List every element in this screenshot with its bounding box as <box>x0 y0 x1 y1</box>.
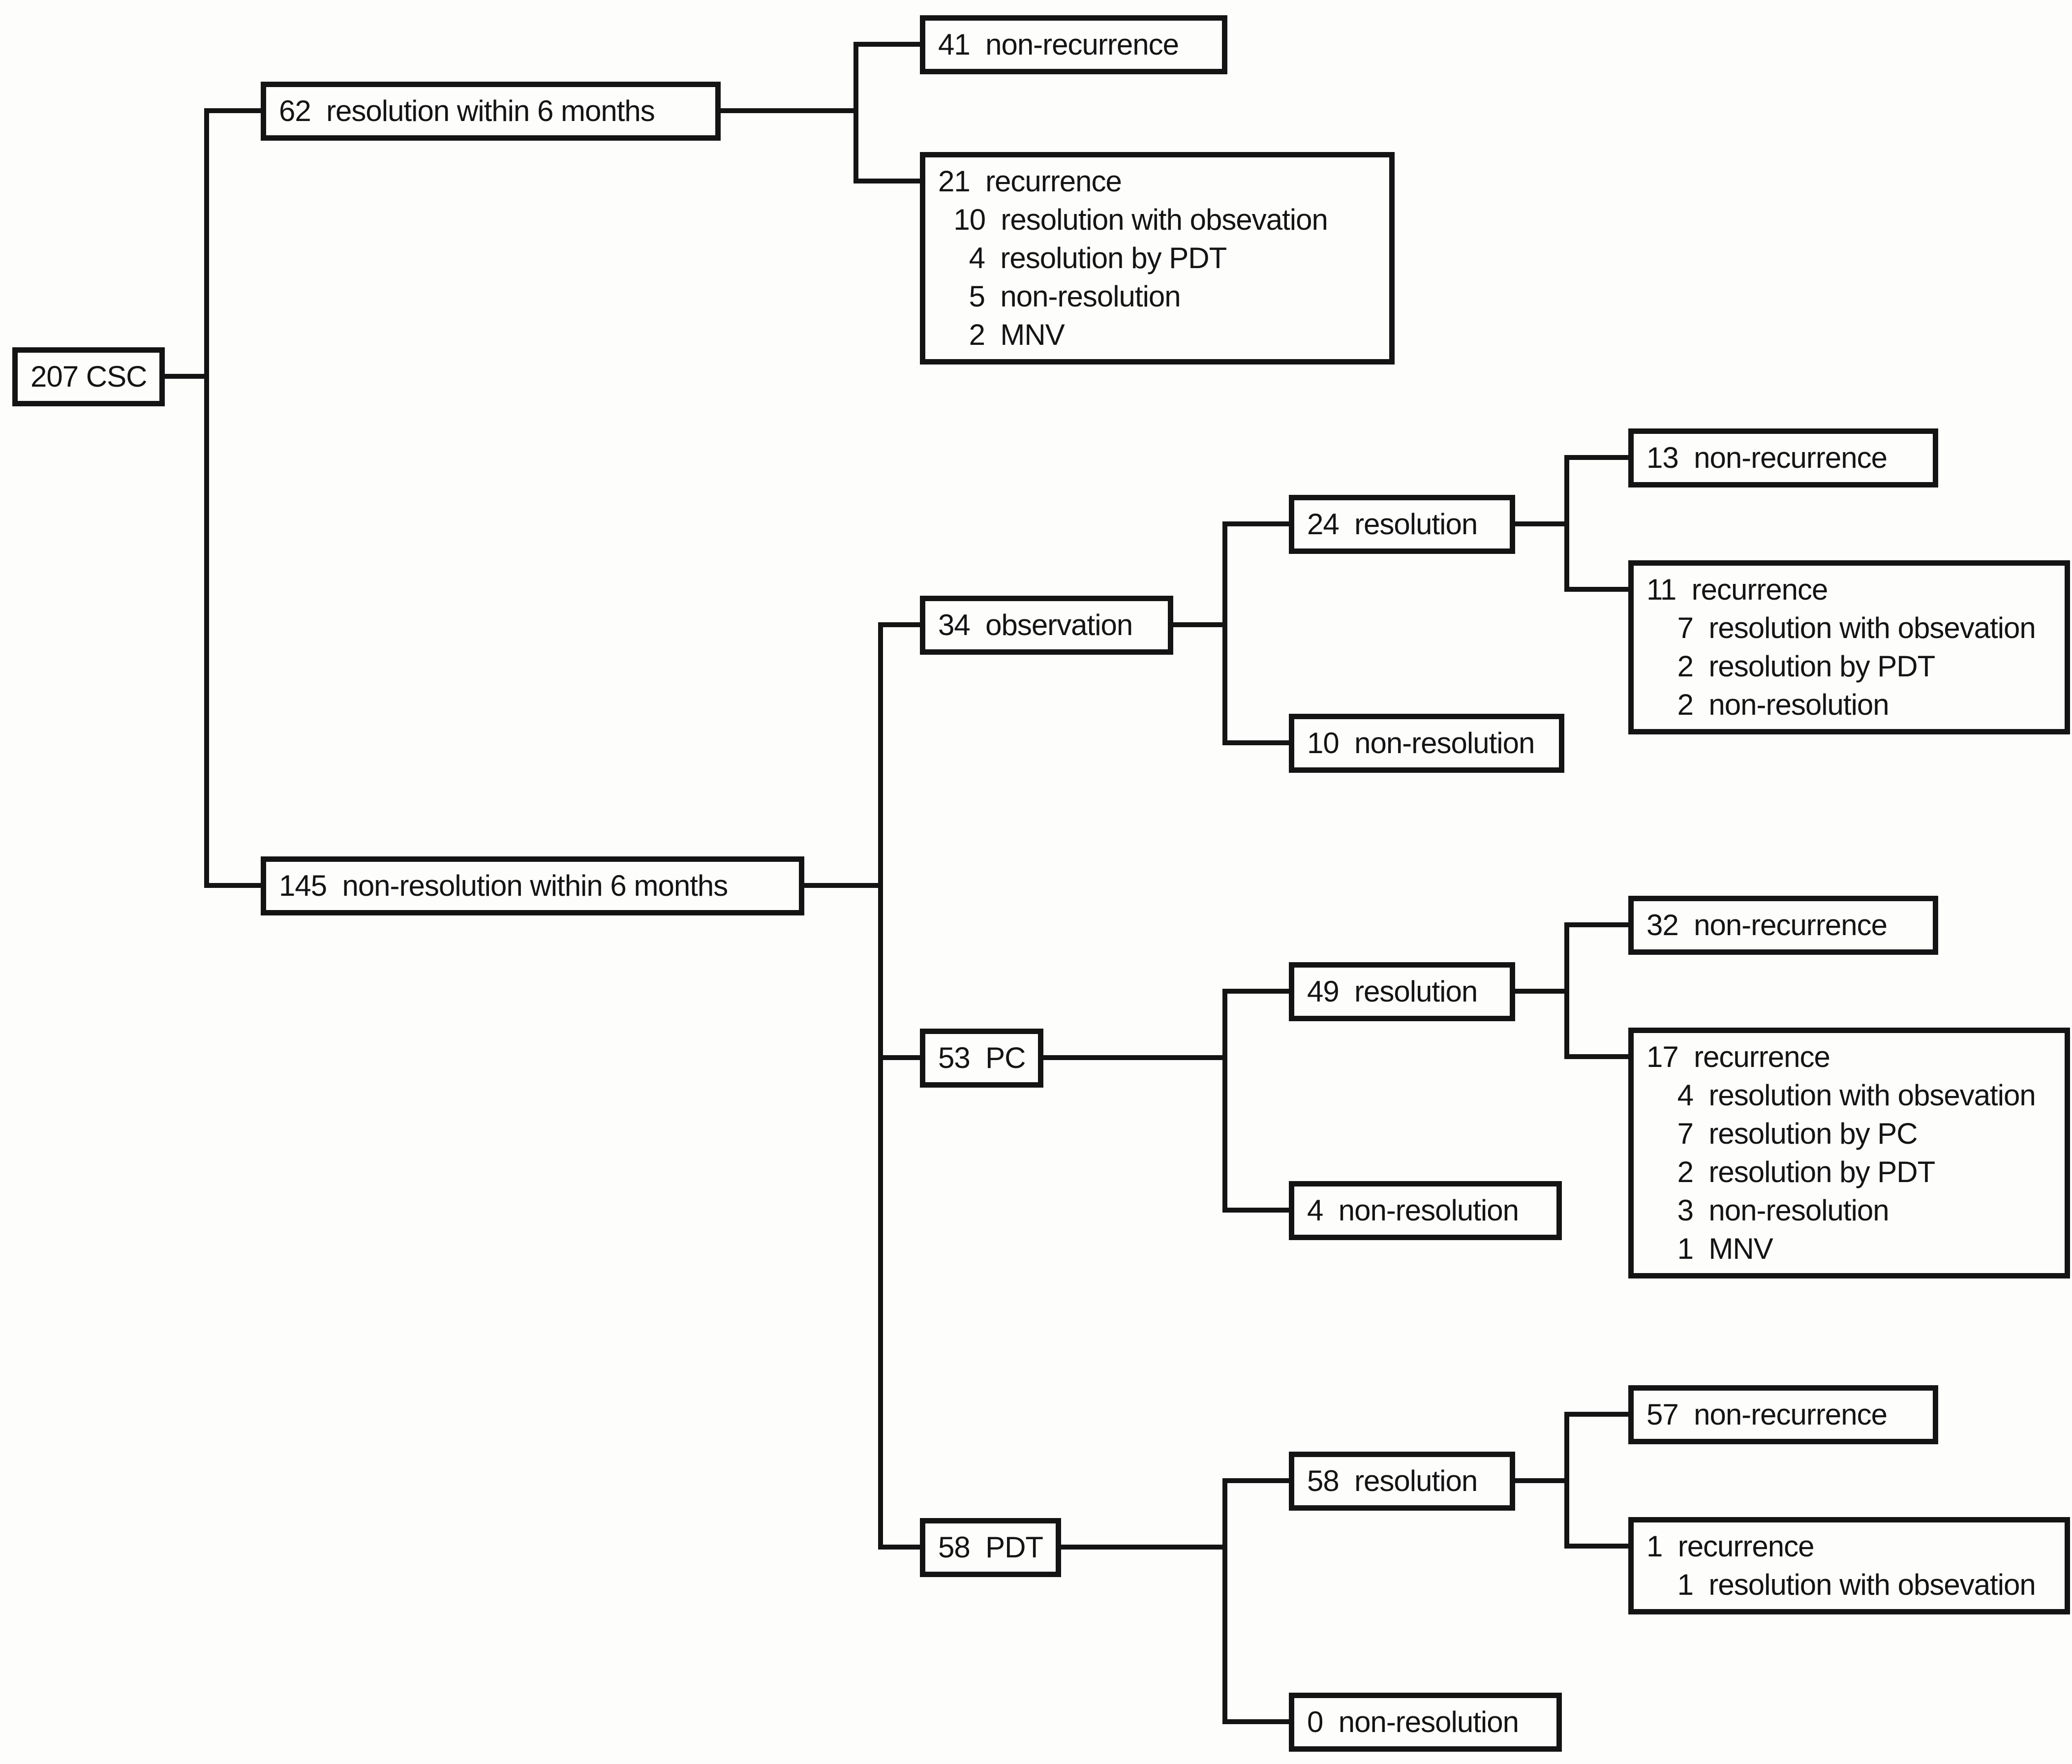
connector-24-children <box>1463 455 1665 592</box>
node-subline: 1 resolution with obsevation <box>1646 1568 2036 1601</box>
node-11-recurrence: 11 recurrence 7 resolution with obsevati… <box>1628 560 2070 734</box>
node-207-csc: 207 CSC <box>12 347 165 406</box>
node-subline: 2 resolution by PDT <box>1646 1156 1936 1188</box>
node-41-non-recurrence: 41 non-recurrence <box>920 15 1227 74</box>
node-subline: 4 resolution with obsevation <box>1646 1079 2036 1112</box>
node-label: 4 non-resolution <box>1307 1194 1519 1227</box>
node-label: 11 recurrence <box>1646 573 1828 606</box>
connector-58-children <box>1006 1478 1331 1724</box>
connector-49-children <box>1463 922 1665 1059</box>
node-0-non-resolution: 0 non-resolution <box>1289 1693 1562 1752</box>
node-58-pdt: 58 PDT <box>920 1518 1062 1577</box>
node-label: 207 CSC <box>30 360 147 393</box>
node-49-resolution: 49 resolution <box>1289 962 1515 1021</box>
node-subline: 7 resolution with obsevation <box>1646 611 2036 644</box>
node-subline: 1 MNV <box>1646 1232 1773 1265</box>
node-145-non-resolution-within-6-months: 145 non-resolution within 6 months <box>261 856 804 915</box>
node-13-non-recurrence: 13 non-recurrence <box>1628 428 1938 487</box>
node-24-resolution: 24 resolution <box>1289 495 1515 554</box>
node-label: 24 resolution <box>1307 508 1478 541</box>
node-label: 1 recurrence <box>1646 1530 1815 1563</box>
connector-145-children <box>696 622 957 1550</box>
node-label: 13 non-recurrence <box>1646 441 1888 474</box>
node-34-observation: 34 observation <box>920 596 1173 655</box>
node-58-resolution: 58 resolution <box>1289 1452 1515 1511</box>
connector-csc-children <box>121 108 298 888</box>
node-label: 34 observation <box>938 608 1133 641</box>
connector-62-children <box>676 42 957 183</box>
node-subline: 10 resolution with obsevation <box>938 203 1328 236</box>
connector-53-children <box>1001 989 1331 1213</box>
node-subline: 7 resolution by PC <box>1646 1117 1918 1150</box>
connector-58-resolution-children <box>1463 1412 1665 1549</box>
node-label: 10 non-resolution <box>1307 727 1535 760</box>
node-label: 49 resolution <box>1307 975 1478 1008</box>
node-label: 21 recurrence <box>938 165 1122 198</box>
node-label: 17 recurrence <box>1646 1040 1830 1073</box>
node-subline: 5 non-resolution <box>938 280 1181 313</box>
node-subline: 2 non-resolution <box>1646 688 1889 721</box>
node-label: 0 non-resolution <box>1307 1705 1519 1738</box>
node-label: 58 PDT <box>938 1531 1043 1564</box>
node-4-non-resolution: 4 non-resolution <box>1289 1181 1562 1240</box>
node-32-non-recurrence: 32 non-recurrence <box>1628 896 1938 955</box>
node-17-recurrence: 17 recurrence 4 resolution with obsevati… <box>1628 1028 2070 1278</box>
node-label: 53 PC <box>938 1041 1026 1074</box>
node-53-pc: 53 PC <box>920 1029 1044 1088</box>
node-subline: 3 non-resolution <box>1646 1194 1889 1227</box>
node-subline: 4 resolution by PDT <box>938 242 1227 274</box>
node-57-non-recurrence: 57 non-recurrence <box>1628 1385 1938 1444</box>
node-62-resolution-within-6-months: 62 resolution within 6 months <box>261 82 721 141</box>
node-label: 41 non-recurrence <box>938 28 1179 61</box>
node-subline: 2 MNV <box>938 318 1065 351</box>
connector-34-children <box>1124 521 1331 745</box>
node-21-recurrence: 21 recurrence 10 resolution with obsevat… <box>920 152 1395 365</box>
node-10-non-resolution: 10 non-resolution <box>1289 714 1564 773</box>
node-label: 145 non-resolution within 6 months <box>279 869 728 902</box>
node-label: 58 resolution <box>1307 1464 1478 1497</box>
node-subline: 2 resolution by PDT <box>1646 650 1936 683</box>
node-label: 62 resolution within 6 months <box>279 94 655 127</box>
node-1-recurrence: 1 recurrence 1 resolution with obsevatio… <box>1628 1517 2070 1614</box>
node-label: 32 non-recurrence <box>1646 909 1888 942</box>
node-label: 57 non-recurrence <box>1646 1398 1888 1431</box>
